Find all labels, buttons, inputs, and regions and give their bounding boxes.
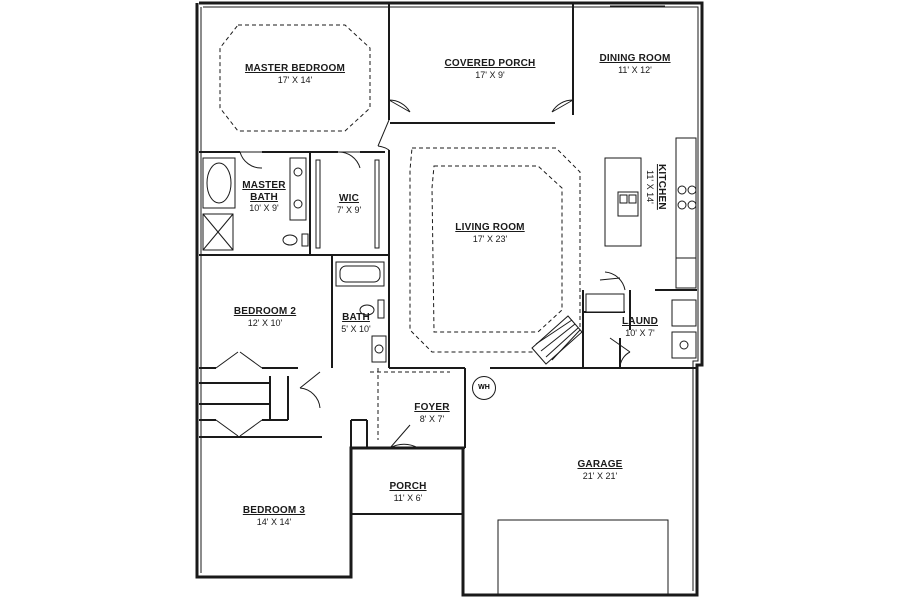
room-dims: 17' X 23' xyxy=(472,233,508,244)
exterior-walls xyxy=(195,1,704,597)
room-dims: 17' X 9' xyxy=(475,69,505,80)
room-name: WIC xyxy=(338,193,360,204)
ceiling-outlines xyxy=(219,24,581,440)
room-name: MASTER xyxy=(242,180,286,191)
room-dims: 11' X 6' xyxy=(393,492,423,503)
room-bath: BATH 5' X 10' xyxy=(334,312,378,334)
fixtures xyxy=(202,137,697,363)
room-name: COVERED PORCH xyxy=(444,58,536,69)
room-dims: 14' X 14' xyxy=(256,516,292,527)
room-name: BEDROOM 2 xyxy=(233,306,297,317)
room-wic: WIC 7' X 9' xyxy=(322,193,376,215)
room-name: BATH xyxy=(342,312,370,323)
room-master-bedroom: MASTER BEDROOM 17' X 14' xyxy=(230,63,360,85)
room-dims: 11' X 14' xyxy=(645,170,656,204)
room-name: FOYER xyxy=(414,402,450,413)
room-dims: 5' X 10' xyxy=(341,323,371,334)
room-bedroom-3: BEDROOM 3 14' X 14' xyxy=(224,505,324,527)
room-name: BATH xyxy=(250,191,278,203)
room-name: KITCHEN xyxy=(655,164,667,210)
room-porch: PORCH 11' X 6' xyxy=(376,481,440,503)
room-name: LAUND xyxy=(622,316,658,327)
room-dims: 11' X 12' xyxy=(618,64,652,75)
windows xyxy=(197,3,702,500)
room-dims: 10' X 7' xyxy=(625,327,655,338)
room-name: BEDROOM 3 xyxy=(242,505,306,516)
room-name: LIVING ROOM xyxy=(455,222,525,233)
room-covered-porch: COVERED PORCH 17' X 9' xyxy=(425,58,555,80)
room-bedroom-2: BEDROOM 2 12' X 10' xyxy=(210,306,320,328)
room-name: DINING ROOM xyxy=(599,53,671,64)
garage-door xyxy=(497,519,669,597)
room-master-bath: MASTER BATH 10' X 9' xyxy=(236,180,292,213)
stairs xyxy=(531,315,583,365)
room-laund: LAUND 10' X 7' xyxy=(612,316,668,338)
interior-walls xyxy=(199,3,697,515)
room-living-room: LIVING ROOM 17' X 23' xyxy=(430,222,550,244)
room-name: PORCH xyxy=(389,481,427,492)
room-garage: GARAGE 21' X 21' xyxy=(560,459,640,481)
room-name: MASTER BEDROOM xyxy=(244,63,346,74)
room-dims: 7' X 9' xyxy=(336,204,362,215)
room-dims: 17' X 14' xyxy=(277,74,313,85)
water-heater-icon: WH xyxy=(472,376,496,400)
doors xyxy=(215,99,631,449)
room-kitchen: KITCHEN 11' X 14' xyxy=(645,147,667,227)
room-dims: 12' X 10' xyxy=(247,317,283,328)
room-dims: 8' X 7' xyxy=(419,413,445,424)
room-name: GARAGE xyxy=(577,459,623,470)
room-foyer: FOYER 8' X 7' xyxy=(404,402,460,424)
room-dining-room: DINING ROOM 11' X 12' xyxy=(585,53,685,75)
room-dims: 10' X 9' xyxy=(249,203,279,213)
room-dims: 21' X 21' xyxy=(582,470,618,481)
